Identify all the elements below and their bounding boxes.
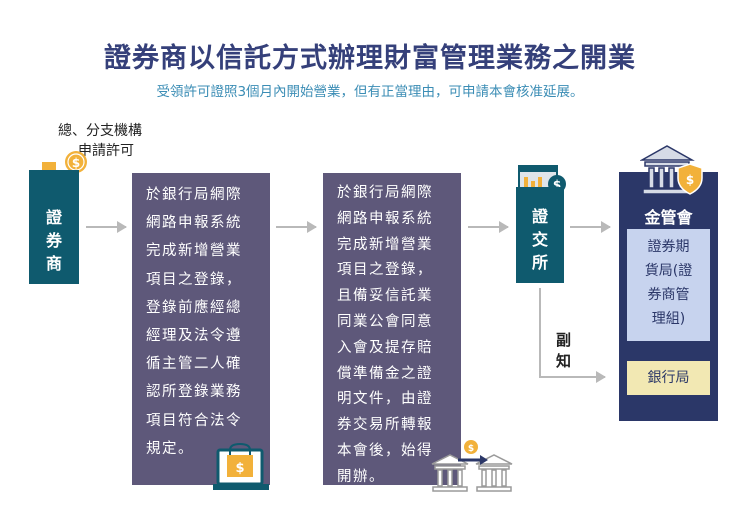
step1-line: 循主管二人確 [146, 356, 242, 373]
page-subtitle: 受領許可證照3個月內開始營業，但有正當理由，可申請本會核准延展。 [156, 84, 584, 100]
svg-text:$: $ [686, 173, 694, 187]
svg-text:$: $ [72, 156, 80, 170]
bank-bureau-box: 銀行局 [627, 361, 710, 395]
arrow-broker-to-step1 [86, 221, 127, 233]
fsc-box: 金管會 證券期 貨局(證 券商管 理組) 銀行局 [619, 172, 718, 421]
copy-connector-vertical [539, 288, 541, 378]
step2-line: 明文件，由證 [337, 391, 433, 408]
apply-note-line1: 總、分支機構 [58, 123, 142, 139]
step2-line: 償準備金之證 [337, 365, 433, 382]
apply-note-line2: 申請許可 [78, 143, 134, 159]
step2-line: 入會及提存賠 [337, 339, 433, 356]
step2-line: 券交易所轉報 [337, 417, 433, 434]
sfb-box: 證券期 貨局(證 券商管 理組) [627, 229, 710, 341]
step2-line: 開辦。 [337, 468, 385, 485]
fsc-title: 金管會 [644, 208, 693, 227]
exchange-char-1: 證 [531, 207, 548, 226]
step2-line: 項目之登錄， [337, 262, 433, 279]
exchange-char-2: 交 [531, 230, 548, 249]
arrow-step2-to-exchange [468, 221, 509, 233]
step1-line: 項目符合法令 [146, 412, 242, 429]
sfb-line: 理組) [651, 311, 686, 327]
step1-line: 網路申報系統 [146, 215, 242, 232]
broker-char-3: 商 [45, 254, 62, 273]
page-title: 證券商以信託方式辦理財富管理業務之開業 [104, 43, 636, 74]
step2-line: 於銀行局網際 [337, 185, 433, 201]
step1-line: 於銀行局網際 [146, 187, 242, 203]
step1-line: 認所登錄業務 [146, 384, 242, 401]
laptop-dollar-icon: $ [213, 442, 269, 490]
svg-text:$: $ [553, 178, 561, 192]
svg-text:$: $ [468, 444, 474, 454]
government-bank-icon: $ [640, 145, 703, 195]
exchange-box: 證 交 所 [516, 187, 564, 283]
step2-line: 同業公會同意 [337, 313, 433, 330]
step1-line: 項目之登錄， [146, 271, 242, 288]
step2-line: 網路申報系統 [337, 210, 433, 227]
bank-transfer-icon: $ [431, 440, 513, 492]
sfb-line: 貨局(證 [644, 263, 693, 279]
step2-line: 完成新增營業 [337, 236, 433, 253]
exchange-char-3: 所 [531, 253, 548, 272]
step2-box: 於銀行局網際 網路申報系統 完成新增營業 項目之登錄， 且備妥信託業 同業公會同… [323, 173, 461, 485]
copy-char-1: 副 [556, 331, 572, 349]
step1-text: 於銀行局網際 網路申報系統 完成新增營業 項目之登錄， 登錄前應經總 經理及法令… [132, 173, 270, 463]
step2-line: 且備妥信託業 [337, 288, 433, 305]
step2-line: 本會後，始得 [337, 442, 433, 459]
step2-text: 於銀行局網際 網路申報系統 完成新增營業 項目之登錄， 且備妥信託業 同業公會同… [323, 173, 461, 491]
step1-line: 登錄前應經總 [146, 299, 242, 316]
step1-line: 規定。 [146, 440, 194, 457]
step1-box: 於銀行局網際 網路申報系統 完成新增營業 項目之登錄， 登錄前應經總 經理及法令… [132, 173, 270, 485]
broker-box: 證 券 商 [29, 170, 79, 284]
copy-label: 副 知 [556, 330, 571, 372]
arrow-exchange-to-fsc [570, 221, 611, 233]
copy-arrow [539, 371, 606, 383]
step1-line: 完成新增營業 [146, 243, 242, 260]
arrow-step1-to-step2 [276, 221, 317, 233]
broker-char-2: 券 [45, 231, 62, 250]
svg-text:$: $ [235, 461, 244, 476]
sfb-line: 證券期 [647, 239, 690, 255]
copy-char-2: 知 [556, 352, 572, 370]
step1-line: 經理及法令遵 [146, 328, 242, 345]
apply-note: 總、分支機構 申請許可 [58, 121, 142, 161]
broker-char-1: 證 [45, 208, 62, 227]
sfb-line: 券商管 [647, 287, 690, 303]
